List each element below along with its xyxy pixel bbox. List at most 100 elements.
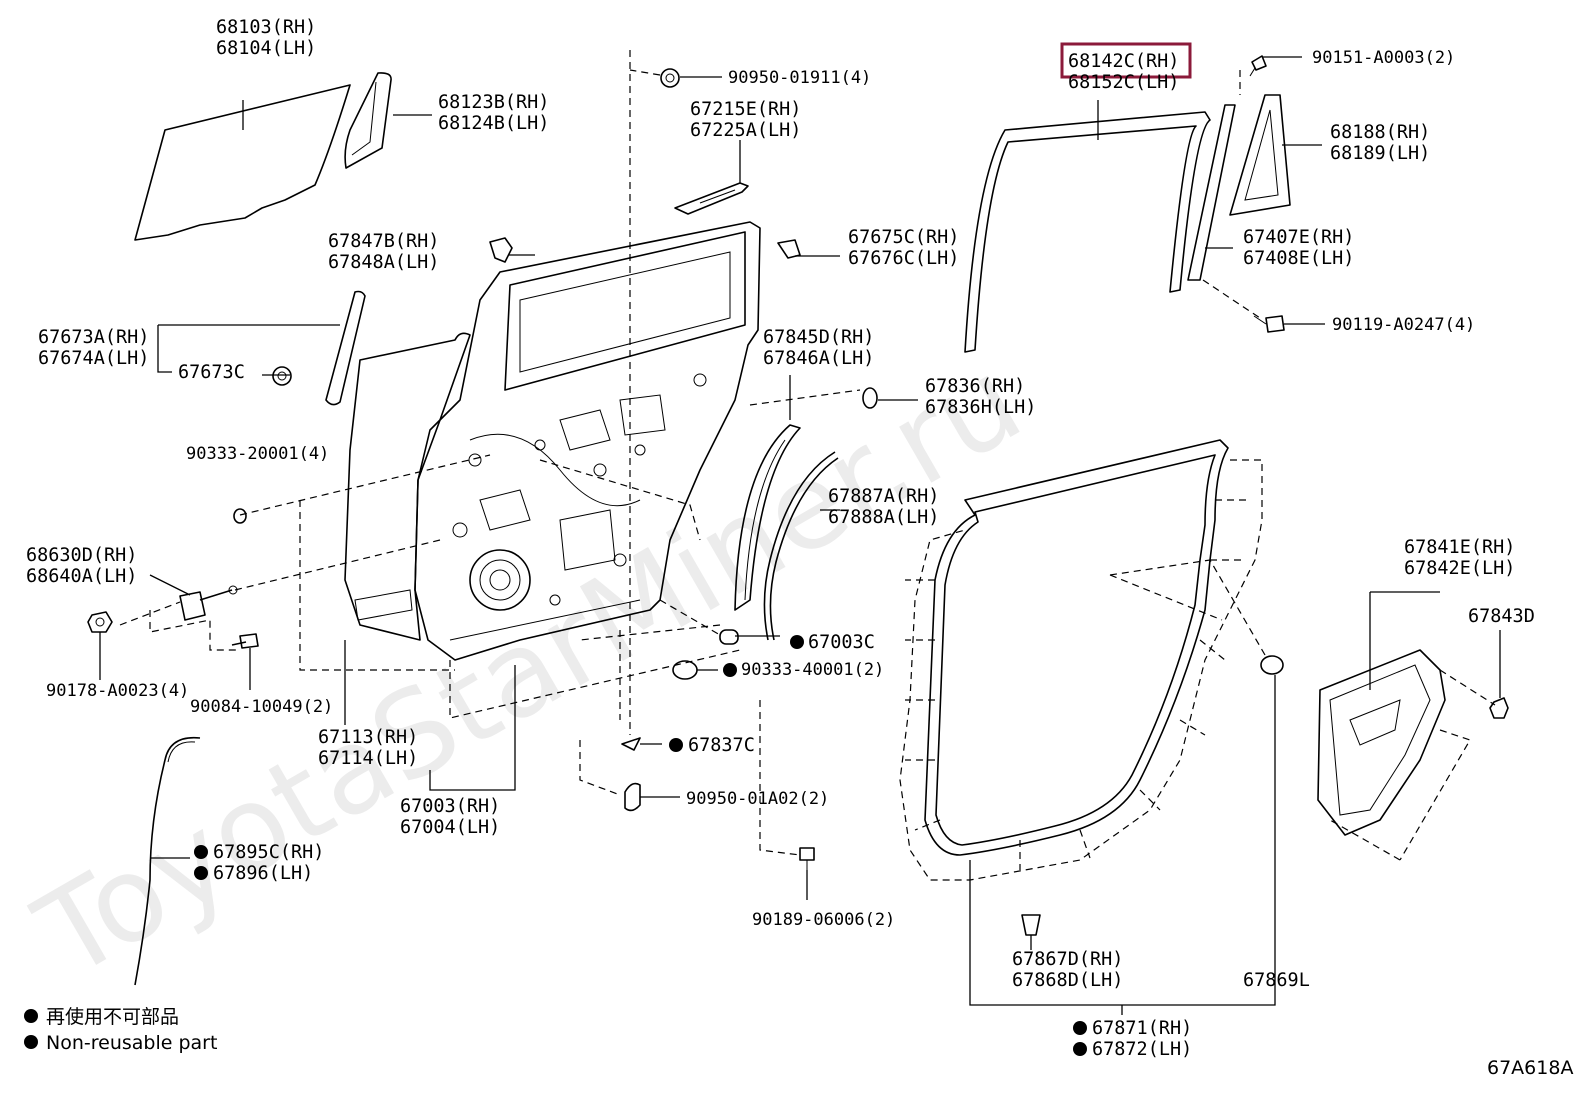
non-reusable-dot-67003c [790, 635, 804, 649]
run-channel-68142-part [964, 111, 1211, 353]
bracket-67847-part [489, 237, 513, 263]
label-90950-01911[interactable]: 90950-01911(4) [728, 68, 871, 88]
door-weatherstrip-part [924, 439, 1229, 856]
bolt-90084-part [231, 633, 259, 649]
label-67225a[interactable]: 67225A(LH) [690, 120, 801, 141]
hole-plug-90333b-part [672, 660, 698, 680]
label-90333-40001[interactable]: 90333-40001(2) [741, 660, 884, 680]
label-67003[interactable]: 67003(RH) [400, 796, 500, 817]
non-reusable-dot-67871 [1073, 1021, 1087, 1035]
bolt-90119-part [1253, 315, 1285, 333]
label-67003c[interactable]: 67003C [808, 632, 875, 653]
label-68152c[interactable]: 68152C(LH) [1068, 72, 1179, 93]
label-68124b[interactable]: 68124B(LH) [438, 113, 549, 134]
non-reusable-dot-67837c [669, 738, 683, 752]
label-67004[interactable]: 67004(LH) [400, 817, 500, 838]
label-67848a[interactable]: 67848A(LH) [328, 252, 439, 273]
figure-code: 67A618A [1487, 1057, 1573, 1079]
label-67846a[interactable]: 67846A(LH) [763, 348, 874, 369]
label-67896[interactable]: 67896(LH) [213, 863, 313, 884]
quarter-seal-68188-part [1229, 94, 1291, 216]
clip-67843-part [1489, 697, 1509, 719]
label-67408e[interactable]: 67408E(LH) [1243, 248, 1354, 269]
label-90084[interactable]: 90084-10049(2) [190, 697, 333, 717]
label-90189[interactable]: 90189-06006(2) [752, 910, 895, 930]
leader-lines [99, 56, 1501, 1015]
garnish-67673-part [325, 290, 366, 406]
seal-67887-part [763, 451, 839, 641]
weatherstrip-67845-part [734, 424, 801, 611]
label-67407e[interactable]: 67407E(RH) [1243, 227, 1354, 248]
label-68640a[interactable]: 68640A(LH) [26, 566, 137, 587]
grommet-90950b-part [624, 782, 641, 812]
clip-67869-part [1260, 655, 1284, 675]
label-90333-20001[interactable]: 90333-20001(4) [186, 444, 329, 464]
label-68630d[interactable]: 68630D(RH) [26, 545, 137, 566]
legend-dot-jp [24, 1009, 38, 1023]
label-90119[interactable]: 90119-A0247(4) [1332, 315, 1475, 335]
plug-67836-part [862, 387, 878, 409]
label-67113[interactable]: 67113(RH) [318, 727, 418, 748]
label-67836[interactable]: 67836(RH) [925, 376, 1025, 397]
watermark: ToyotaStarMiner.ru [14, 331, 1043, 1005]
legend-dot-en [24, 1035, 38, 1049]
clip-67673c-part [272, 366, 292, 386]
service-cover-part [1317, 649, 1446, 836]
label-68103[interactable]: 68103(RH) [216, 17, 316, 38]
screw-90189-part [799, 847, 815, 870]
clip-67837-part [621, 737, 641, 751]
part-labels: 68103(RH) 68104(LH) 68123B(RH) 68124B(LH… [26, 17, 1535, 1060]
non-reusable-dot-90333-40001 [723, 663, 737, 677]
label-67872[interactable]: 67872(LH) [1092, 1039, 1192, 1060]
label-68104[interactable]: 68104(LH) [216, 38, 316, 59]
label-67836h[interactable]: 67836H(LH) [925, 397, 1036, 418]
legend: 再使用不可部品 Non-reusable part [24, 1006, 217, 1054]
label-90178[interactable]: 90178-A0023(4) [46, 681, 189, 701]
door-glass-part [134, 84, 351, 241]
strip-67407-part [1187, 104, 1236, 281]
label-67869l[interactable]: 67869L [1243, 970, 1310, 991]
label-67837c[interactable]: 67837C [688, 735, 755, 756]
clip-67867-part [1021, 914, 1041, 936]
grommet-90950-part [660, 68, 680, 88]
label-67842e[interactable]: 67842E(LH) [1404, 558, 1515, 579]
label-67675c[interactable]: 67675C(RH) [848, 227, 959, 248]
non-reusable-dot-67895c [194, 845, 208, 859]
label-67845d[interactable]: 67845D(RH) [763, 327, 874, 348]
bracket-67675-part [777, 239, 801, 259]
non-reusable-dot-67872 [1073, 1042, 1087, 1056]
label-67674a[interactable]: 67674A(LH) [38, 348, 149, 369]
label-68189[interactable]: 68189(LH) [1330, 143, 1430, 164]
label-67895c[interactable]: 67895C(RH) [213, 842, 324, 863]
label-90950-01a02[interactable]: 90950-01A02(2) [686, 789, 829, 809]
label-67841e[interactable]: 67841E(RH) [1404, 537, 1515, 558]
label-67867d[interactable]: 67867D(RH) [1012, 949, 1123, 970]
highlight-box [1060, 42, 1192, 79]
door-panel-part [344, 221, 761, 661]
label-67887a[interactable]: 67887A(RH) [828, 486, 939, 507]
nut-90178-part [87, 611, 113, 633]
label-67868d[interactable]: 67868D(LH) [1012, 970, 1123, 991]
dashed-lines [119, 50, 1496, 881]
label-67888a[interactable]: 67888A(LH) [828, 507, 939, 528]
label-90151[interactable]: 90151-A0003(2) [1312, 48, 1455, 68]
label-67114[interactable]: 67114(LH) [318, 748, 418, 769]
legend-text-en: Non-reusable part [46, 1032, 217, 1054]
label-68188[interactable]: 68188(RH) [1330, 122, 1430, 143]
inside-handle-part [674, 182, 749, 215]
label-67843d[interactable]: 67843D [1468, 606, 1535, 627]
label-68142c[interactable]: 68142C(RH) [1068, 51, 1179, 72]
label-67673a[interactable]: 67673A(RH) [38, 327, 149, 348]
cable-67895-part [134, 736, 201, 986]
quarter-glass-part [344, 72, 392, 169]
label-67847b[interactable]: 67847B(RH) [328, 231, 439, 252]
label-67215e[interactable]: 67215E(RH) [690, 99, 801, 120]
hole-plug-90333a-part [233, 508, 247, 524]
label-67673c[interactable]: 67673C [178, 362, 245, 383]
label-67676c[interactable]: 67676C(LH) [848, 248, 959, 269]
label-68123b[interactable]: 68123B(RH) [438, 92, 549, 113]
label-67871[interactable]: 67871(RH) [1092, 1018, 1192, 1039]
legend-text-jp: 再使用不可部品 [46, 1006, 179, 1028]
